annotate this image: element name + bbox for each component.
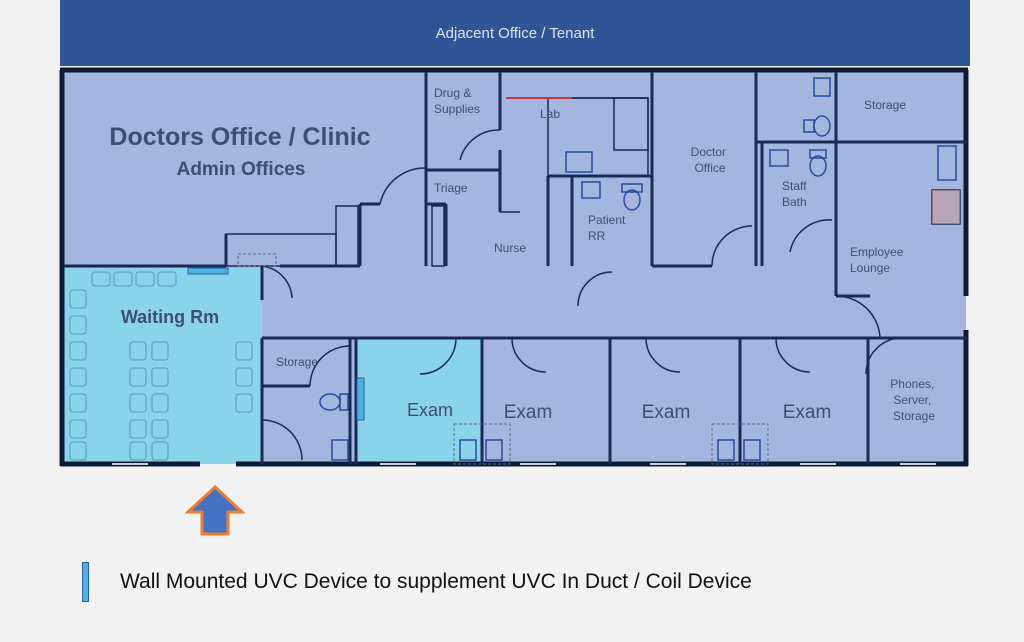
exam-fixtures: [459, 439, 761, 461]
room-nurse: Nurse: [494, 241, 526, 255]
room-employee-lounge-line1: Employee: [850, 245, 904, 259]
room-drug-supplies-line2: Supplies: [434, 102, 480, 116]
adjacent-tenant-banner: Adjacent Office / Tenant: [60, 0, 970, 66]
room-phones-server-storage: Phones, Server, Storage: [890, 377, 937, 423]
door-swings: [261, 129, 901, 461]
room-doctor-office: Doctor Office: [691, 145, 730, 175]
room-doctor-office-line1: Doctor: [691, 145, 726, 159]
banner-label: Adjacent Office / Tenant: [435, 24, 595, 42]
room-staff-bath-line1: Staff: [782, 179, 807, 193]
room-employee-lounge: Employee Lounge: [850, 245, 907, 275]
room-exam-1: Exam: [407, 400, 453, 420]
uvc-device-icon: [187, 267, 229, 275]
room-phones-line3: Storage: [893, 409, 935, 423]
room-patient-rr-line1: Patient: [588, 213, 626, 227]
room-phones-line2: Server,: [893, 393, 931, 407]
room-patient-rr: Patient RR: [588, 213, 629, 243]
dashed-fixtures: [237, 253, 769, 465]
uvc-device-icon: [82, 562, 89, 602]
room-staff-bath: Staff Bath: [782, 179, 810, 209]
legend-label: Wall Mounted UVC Device to supplement UV…: [120, 570, 752, 593]
room-doctor-office-line2: Office: [694, 161, 725, 175]
room-exam-2: Exam: [504, 402, 553, 423]
room-drug-supplies-line1: Drug &: [434, 86, 471, 100]
waiting-room-area: [64, 268, 262, 464]
room-waiting: Waiting Rm: [121, 307, 219, 327]
room-triage: Triage: [434, 181, 468, 195]
room-drug-supplies: Drug & Supplies: [434, 86, 480, 116]
lounge-table: [932, 190, 960, 224]
room-phones-line1: Phones,: [890, 377, 934, 391]
room-lab: Lab: [540, 107, 560, 121]
toilet-icon: [319, 77, 957, 461]
entrance-arrow-icon: [184, 484, 246, 536]
room-staff-bath-line2: Bath: [782, 195, 807, 209]
room-patient-rr-line2: RR: [588, 229, 606, 243]
room-storage-top: Storage: [864, 98, 906, 112]
uvc-device-icon: [356, 377, 365, 421]
outer-walls: [59, 67, 969, 467]
chair-icon: [69, 271, 253, 461]
room-storage-small: Storage: [276, 355, 318, 369]
clinic-subtitle: Admin Offices: [177, 159, 306, 180]
exam-room-highlight: [357, 340, 482, 464]
room-employee-lounge-line2: Lounge: [850, 261, 890, 275]
room-exam-3: Exam: [642, 402, 691, 423]
clinic-title: Doctors Office / Clinic: [109, 123, 370, 151]
room-exam-4: Exam: [783, 402, 832, 423]
